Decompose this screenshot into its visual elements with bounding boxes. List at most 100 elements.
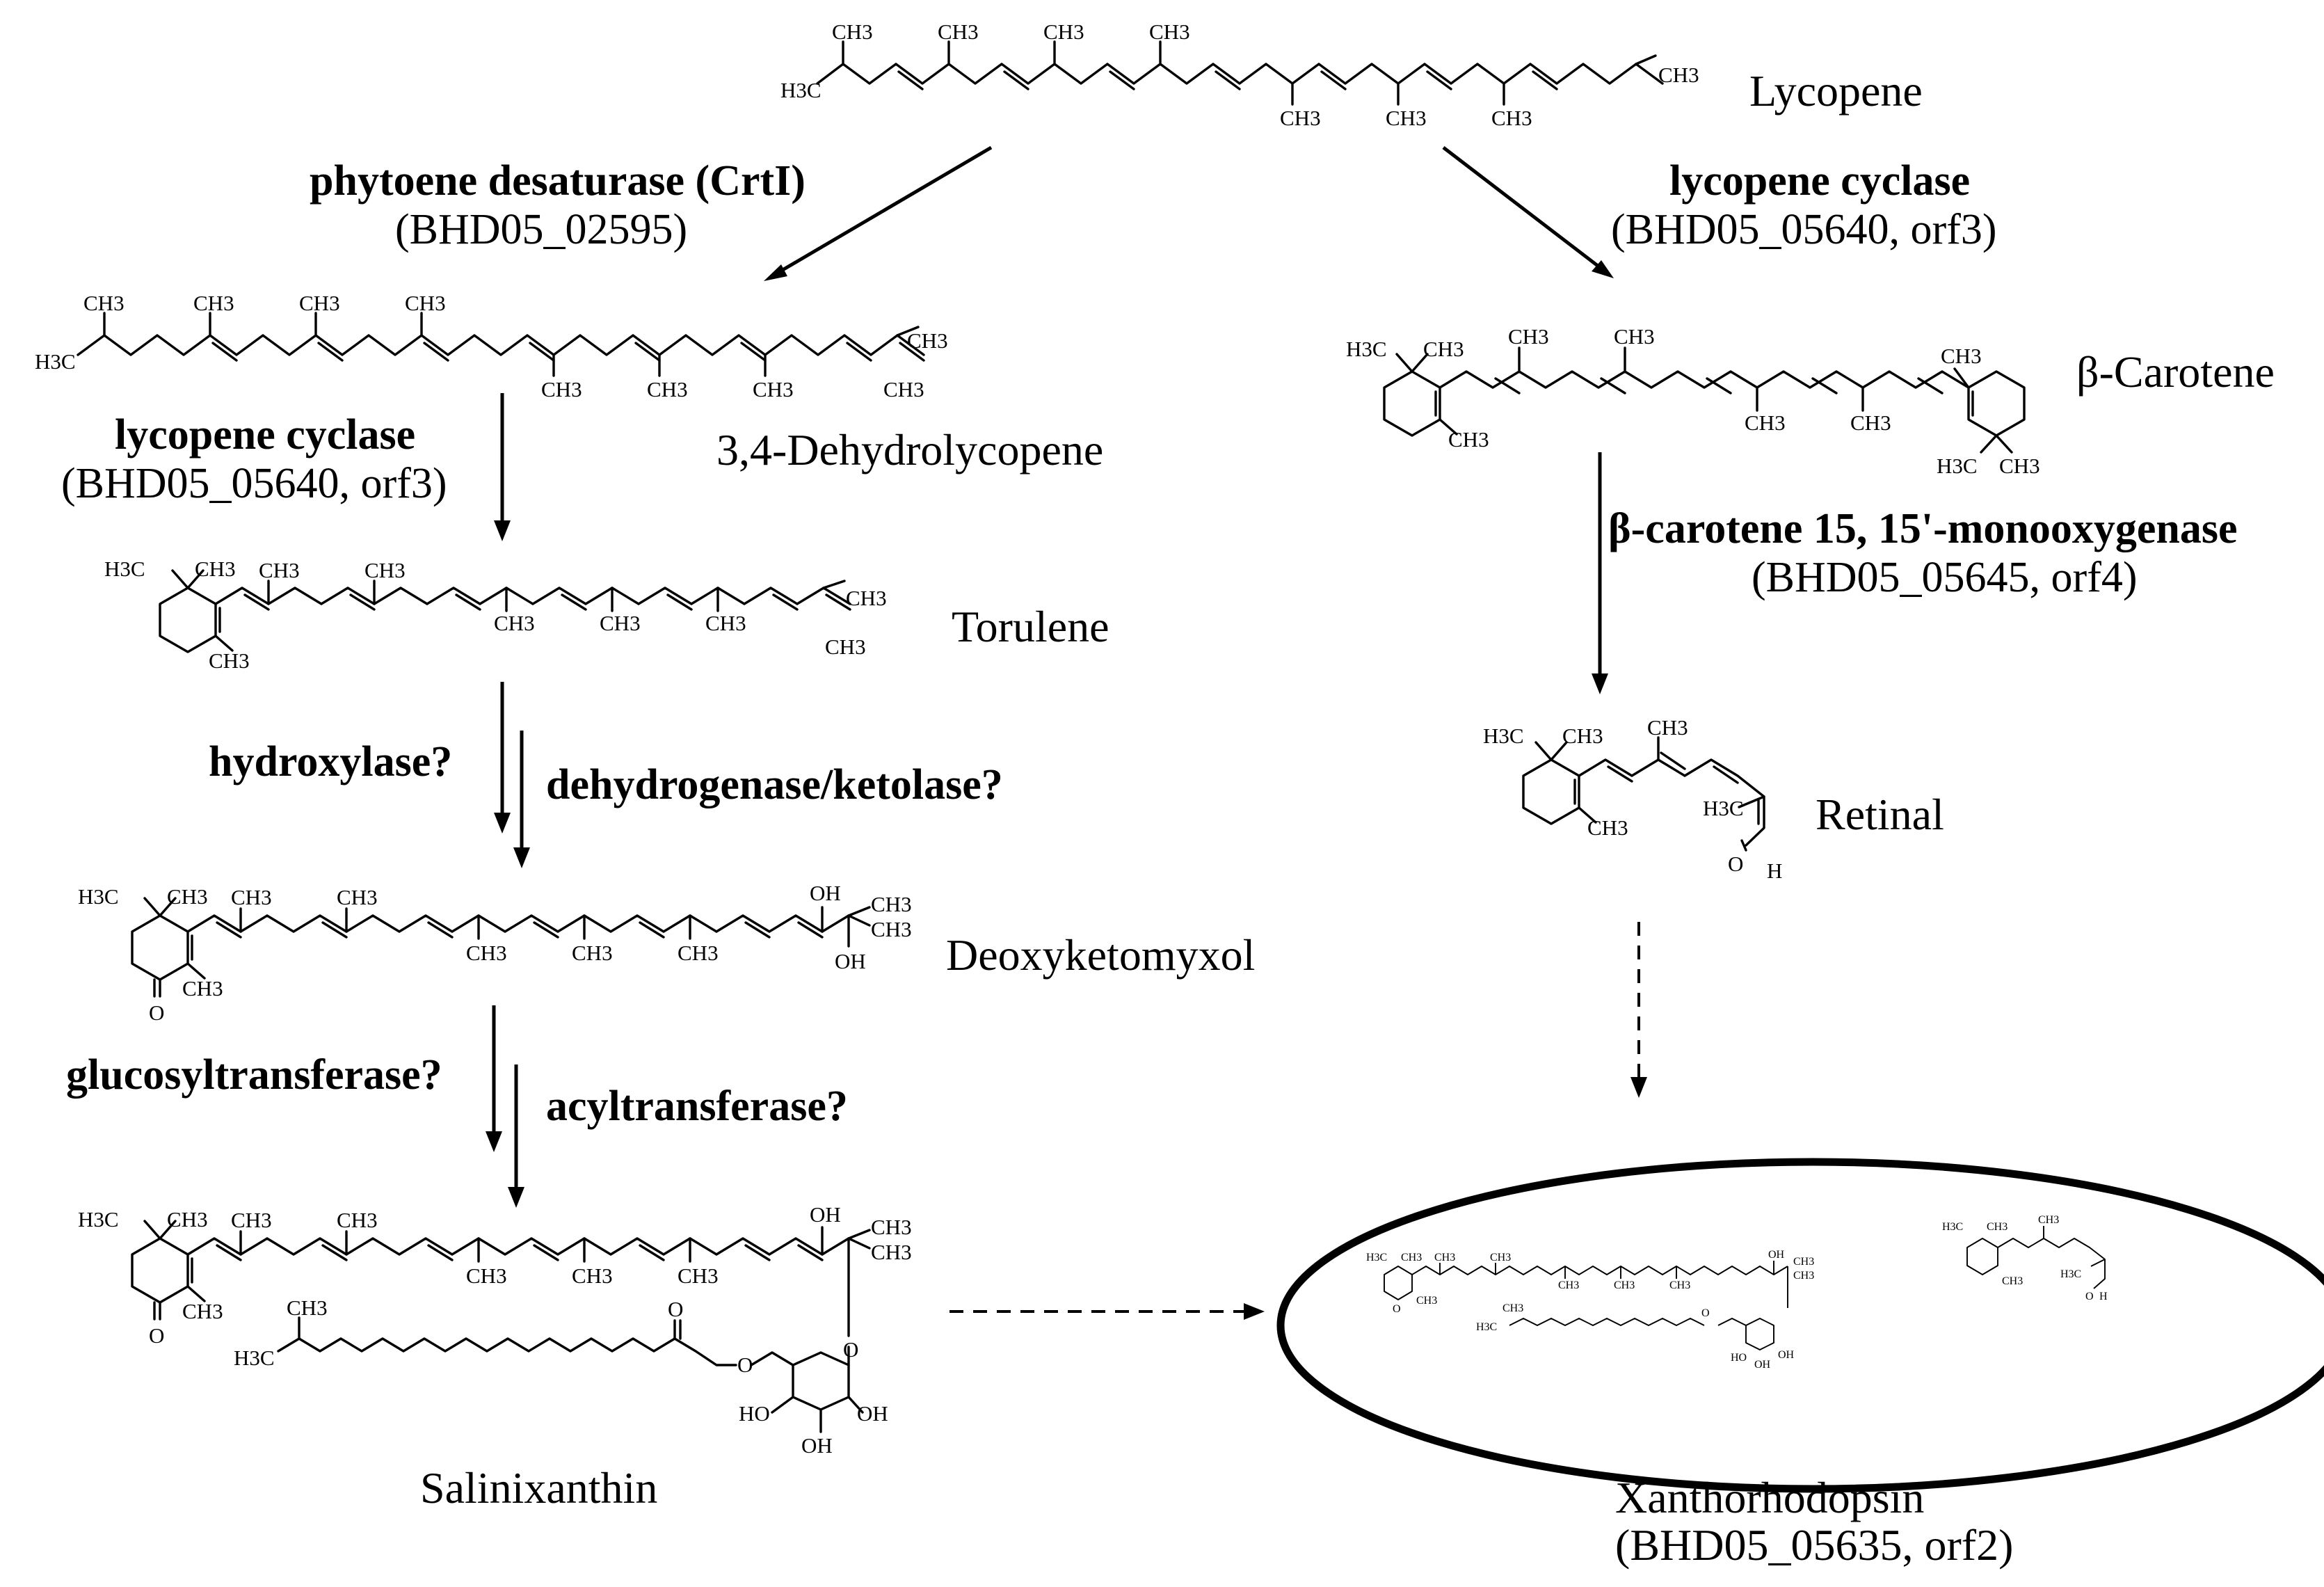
atom-label: CH3 — [83, 291, 125, 315]
lycopene-atoms: H3C CH3 CH3 CH3 CH3 CH3 CH3 CH3 CH3 — [780, 19, 1699, 130]
atom-label: CH3 — [1491, 106, 1532, 130]
atom-label: CH3 — [364, 558, 406, 582]
atom-label: CH3 — [572, 1263, 613, 1288]
atom-label: CH3 — [494, 611, 535, 635]
atom-label: OH — [801, 1433, 833, 1458]
atom-label: O — [149, 1000, 164, 1025]
atom-label: CH3 — [1614, 1279, 1635, 1291]
deoxyketomyxol-structure — [131, 897, 871, 998]
atom-label: H3C — [78, 1207, 119, 1231]
atom-label: O — [2085, 1291, 2094, 1302]
compound-name-salinixanthin: Salinixanthin — [420, 1463, 657, 1513]
enzyme-lycopene-cyclase-left: lycopene cyclase — [115, 411, 415, 458]
gene-crti: (BHD05_02595) — [395, 206, 687, 253]
enzyme-labels: phytoene desaturase (CrtI) (BHD05_02595)… — [61, 157, 2238, 1130]
salinixanthin-atoms: H3C CH3 CH3 O CH3 CH3 CH3 CH3 CH3 OH CH3… — [78, 1202, 912, 1458]
atom-label: CH3 — [1434, 1252, 1455, 1263]
atom-label: H3C — [1703, 796, 1744, 820]
compound-name-beta-carotene: β-Carotene — [2076, 347, 2275, 397]
atom-label: OH — [1768, 1249, 1785, 1261]
atom-label: CH3 — [1401, 1252, 1422, 1263]
enzyme-lycopene-cyclase-right: lycopene cyclase — [1669, 157, 1970, 205]
atom-label: OH — [810, 881, 841, 905]
atom-label: CH3 — [2002, 1275, 2023, 1287]
torulene-structure — [159, 569, 851, 653]
dehydrolycopene-structure — [77, 312, 925, 377]
gene-lycopene-cyclase-right: (BHD05_05640, orf3) — [1611, 206, 1997, 253]
atom-label: CH3 — [1149, 19, 1190, 44]
atom-label: CH3 — [193, 291, 234, 315]
atom-label: H3C — [1942, 1221, 1963, 1233]
atom-label: CH3 — [1850, 410, 1891, 435]
atom-label: CH3 — [167, 884, 208, 909]
atom-label: CH3 — [1647, 715, 1688, 740]
compound-name-deoxyketomyxol: Deoxyketomyxol — [946, 930, 1255, 980]
atom-label: CH3 — [1502, 1302, 1523, 1314]
atom-label: CH3 — [1386, 106, 1427, 130]
atom-label: CH3 — [1587, 815, 1628, 840]
atom-label: CH3 — [466, 1263, 507, 1288]
atom-label: CH3 — [1999, 454, 2040, 478]
atom-label: CH3 — [907, 328, 948, 353]
enzyme-crti: phytoene desaturase (CrtI) — [310, 157, 806, 205]
atom-label: CH3 — [678, 941, 719, 965]
atom-label: CH3 — [182, 976, 223, 1000]
atom-label: CH3 — [600, 611, 641, 635]
atom-label: CH3 — [1669, 1279, 1690, 1291]
enzyme-hydroxylase: hydroxylase? — [209, 738, 452, 785]
atom-label: H3C — [1937, 454, 1978, 478]
atom-label: H — [1767, 859, 1782, 883]
atom-label: CH3 — [541, 377, 582, 401]
atom-label: CH3 — [1562, 724, 1603, 748]
lycopene-structure — [816, 40, 1664, 106]
deoxyketomyxol-atoms: H3C CH3 CH3 O CH3 CH3 CH3 CH3 CH3 OH CH3… — [78, 881, 912, 1025]
atom-label: CH3 — [871, 917, 912, 941]
atom-label: H3C — [35, 349, 76, 374]
atom-label: CH3 — [287, 1295, 328, 1320]
atom-label: CH3 — [572, 941, 613, 965]
atom-label: H3C — [104, 557, 145, 581]
atom-label: O — [843, 1337, 858, 1362]
atom-label: CH3 — [678, 1263, 719, 1288]
atom-label: CH3 — [259, 558, 300, 582]
arrowhead — [1592, 673, 1608, 694]
retinal-atoms: H3C CH3 CH3 CH3 H3C O H — [1483, 715, 1782, 883]
atom-label: OH — [810, 1202, 841, 1227]
atom-label: H3C — [2060, 1268, 2081, 1280]
atom-label: CH3 — [1043, 19, 1084, 44]
atom-label: OH — [835, 949, 866, 973]
xanthorhodopsin-salinixanthin-atoms: H3C CH3 CH3 O CH3 CH3 CH3 CH3 CH3 OH CH3… — [1366, 1249, 1814, 1371]
atom-label: CH3 — [405, 291, 446, 315]
atom-label: O — [1701, 1307, 1710, 1319]
atom-label: HO — [1731, 1352, 1747, 1364]
atom-label: CH3 — [466, 941, 507, 965]
xanthorhodopsin-ellipse — [1276, 1158, 2324, 1493]
atom-label: OH — [857, 1401, 888, 1426]
arrowhead — [494, 520, 511, 541]
atom-label: CH3 — [753, 377, 794, 401]
atom-label: H3C — [1483, 724, 1524, 748]
atom-label: HO — [739, 1401, 770, 1426]
atom-label: CH3 — [871, 1215, 912, 1239]
atom-label: O — [737, 1353, 753, 1377]
atom-label: H3C — [780, 78, 822, 102]
arrowhead — [494, 813, 511, 834]
atom-label: CH3 — [167, 1207, 208, 1231]
atom-label: CH3 — [938, 19, 979, 44]
arrowhead — [508, 1187, 524, 1208]
atom-label: O — [1393, 1303, 1401, 1315]
arrowhead — [486, 1131, 502, 1152]
salinixanthin-structure — [131, 1220, 871, 1433]
arrowhead — [764, 264, 787, 281]
atom-label: CH3 — [1558, 1279, 1579, 1291]
enzyme-dehydrogenase: dehydrogenase/ketolase? — [546, 761, 1003, 808]
xanthorhodopsin-gene-id: (BHD05_05635, orf2) — [1615, 1520, 2013, 1570]
atom-label: CH3 — [337, 1208, 378, 1232]
arrow-crti — [769, 145, 993, 279]
atom-label: CH3 — [231, 1208, 272, 1232]
torulene-atoms: H3C CH3 CH3 CH3 CH3 CH3 CH3 CH3 CH3 CH3 — [104, 557, 887, 673]
atom-label: O — [668, 1297, 683, 1321]
compound-name-retinal: Retinal — [1816, 790, 1944, 839]
atom-label: CH3 — [182, 1299, 223, 1323]
